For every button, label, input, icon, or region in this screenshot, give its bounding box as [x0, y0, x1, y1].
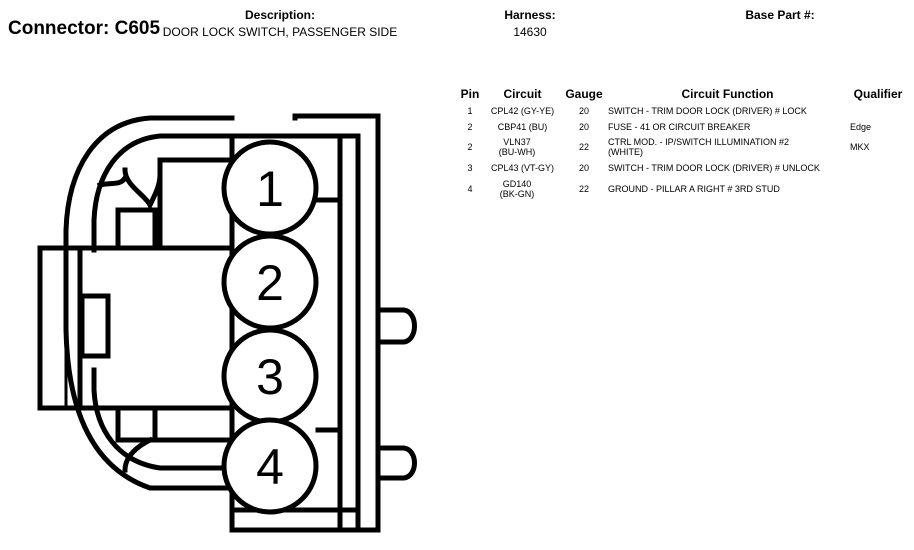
base-part-label: Base Part #:	[745, 8, 815, 22]
row-qualifier: MKX	[850, 142, 870, 152]
row-circuit: GD140 (BK-GN)	[499, 179, 535, 199]
column-header-function: Circuit Function	[681, 87, 774, 101]
row-function: FUSE - 41 OR CIRCUIT BREAKER	[608, 122, 751, 132]
row-circuit: CPL43 (VT-GY)	[490, 163, 555, 173]
pin-cavity-4: 4	[221, 417, 319, 515]
column-header-qualifier: Qualifier	[853, 87, 903, 101]
pin-cavity-2: 2	[221, 233, 319, 331]
row-gauge: 20	[578, 106, 589, 116]
connector-housing-outline	[37, 113, 417, 533]
pin-cavity-1: 1	[221, 139, 319, 237]
row-gauge: 22	[578, 184, 589, 194]
column-header-circuit: Circuit	[503, 87, 542, 101]
row-gauge: 20	[578, 163, 589, 173]
row-gauge: 20	[578, 122, 589, 132]
harness-value: 14630	[513, 25, 547, 39]
pin-label: 2	[256, 255, 284, 311]
pin-cavity-3: 3	[221, 327, 319, 425]
row-circuit: VLN37 (BU-WH)	[498, 137, 536, 157]
row-qualifier: Edge	[850, 122, 872, 132]
column-header-gauge: Gauge	[565, 87, 603, 101]
column-header-pin: Pin	[460, 87, 480, 101]
harness-label: Harness:	[504, 8, 556, 22]
description-value: DOOR LOCK SWITCH, PASSENGER SIDE	[162, 25, 398, 39]
row-circuit: CBP41 (BU)	[497, 122, 548, 132]
row-pin: 4	[467, 184, 473, 194]
row-function: CTRL MOD. - IP/SWITCH ILLUMINATION #2 (W…	[608, 137, 790, 157]
description-label: Description:	[244, 8, 315, 22]
row-function: SWITCH - TRIM DOOR LOCK (DRIVER) # UNLOC…	[608, 163, 820, 173]
pin-label: 1	[256, 161, 284, 217]
row-pin: 3	[467, 163, 473, 173]
row-function: GROUND - PILLAR A RIGHT # 3RD STUD	[608, 184, 780, 194]
row-pin: 2	[467, 122, 473, 132]
row-pin: 1	[467, 106, 473, 116]
pin-label: 4	[256, 439, 284, 495]
row-function: SWITCH - TRIM DOOR LOCK (DRIVER) # LOCK	[608, 106, 807, 116]
pin-label: 3	[256, 349, 284, 405]
pin-cavity-circle	[221, 417, 319, 515]
row-pin: 2	[467, 142, 473, 152]
connector-title: Connector: C605	[8, 18, 161, 39]
row-circuit: CPL42 (GY-YE)	[490, 106, 555, 116]
row-gauge: 22	[578, 142, 589, 152]
